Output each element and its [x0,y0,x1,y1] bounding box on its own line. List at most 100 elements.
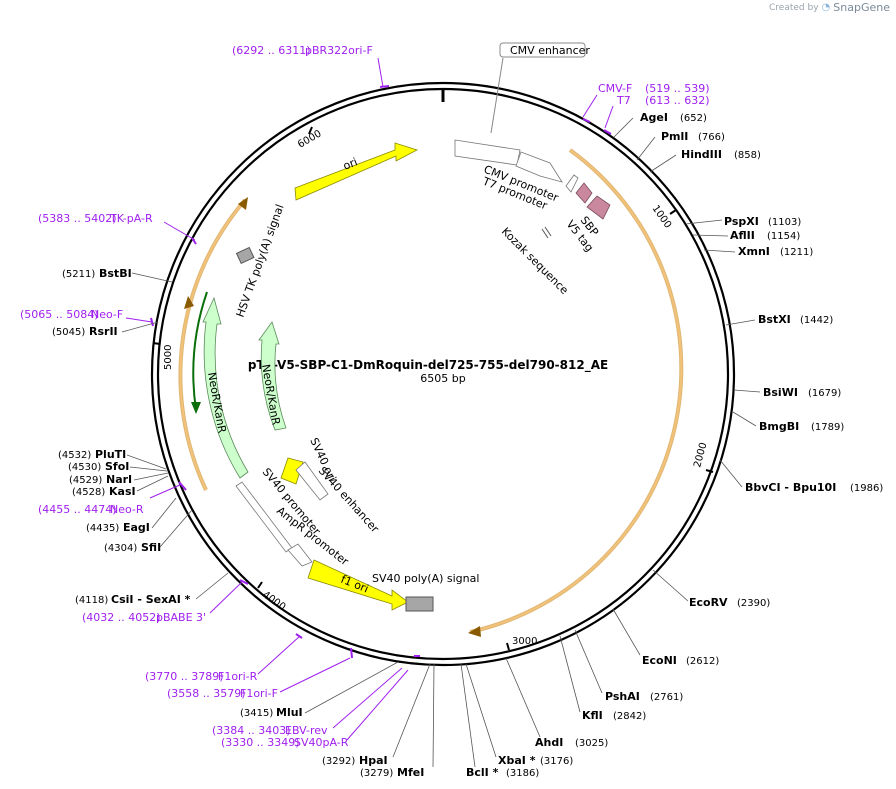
feature-ampr-promoter-arc [287,543,313,567]
tick-2000: 2000 [692,441,709,468]
enzyme-econi: EcoNI [642,654,677,667]
primer-t7-range: (613 .. 632) [645,94,710,107]
enzyme-bstbi: BstBI [99,267,132,280]
feature-ori-label: ori [341,155,359,172]
orf-neo-arrow-top [238,197,248,210]
feature-sv40-enhancer-arc [295,461,329,501]
primer-cmv-f-name: CMV-F [598,82,632,95]
enzyme-nari-pos: (4529) [69,475,102,486]
feature-sv40-enhancer-label: SV40 enhancer [316,464,382,535]
enzyme-pshai-pos: (2761) [650,692,683,703]
enzyme-kfli: KflI [582,709,603,722]
feature-neor-outer [202,296,249,479]
enzyme-pspxi-pos: (1103) [768,217,801,228]
enzyme-rsrii: RsrII [89,325,118,338]
enzyme-ahdi: AhdI [535,736,563,749]
enzyme-xbai: XbaI * [498,754,536,767]
enzyme-kasi: KasI [109,485,136,498]
enzyme-pmli: PmlI [661,130,688,143]
primer-cmv-f-range: (519 .. 539) [645,82,710,95]
enzyme-hindiii: HindIII [681,148,722,161]
orf-neo-inner [192,291,208,411]
primer-pbr322-range: (6292 .. 6311) [232,44,311,57]
enzyme-econi-pos: (2612) [686,656,719,667]
primer-tk-pa-r-range: (5383 .. 5402) [38,212,117,225]
primer-pbabe-range: (4032 .. 4052) [82,611,161,624]
orf-neo-fill [179,199,246,491]
feature-sv40-polya-label: SV40 poly(A) signal [372,572,479,585]
enzyme-sfii: SfiI [141,541,161,554]
orf-roquin-arrow [468,626,481,637]
feature-kozak-label: Kozak sequence [499,225,571,297]
orf-neo-arrow-mid [184,296,194,309]
primer-neo-r-name: Neo-R [110,503,144,516]
enzyme-bstbi-pos: (5211) [62,269,95,280]
plasmid-name: pT7-V5-SBP-C1-DmRoquin-del725-755-del790… [248,358,608,373]
enzyme-sfii-pos: (4304) [104,543,137,554]
enzyme-bcli-pos: (3186) [506,768,539,779]
feature-ori [294,142,419,201]
orf-roquin-fill [469,149,683,633]
feature-neor-inner [258,321,287,431]
enzyme-bstxi-pos: (1442) [800,315,833,326]
enzyme-bbvci-bpu10i: BbvCI - Bpu10I [745,481,836,494]
enzyme-bstxi: BstXI [758,313,791,326]
enzyme-aflii: AflII [730,229,755,242]
snapgene-logo-icon: ◔ [821,2,831,13]
feature-neor-inner-label: NeoR/KanR [259,363,283,426]
feature-kozak-mark-2 [541,228,549,239]
enzyme-xbai-pos: (3176) [540,756,573,767]
primer-pbr322-name: pBR322ori-F [305,44,373,57]
enzyme-hpai: HpaI [359,754,388,767]
created-by-text: Created by [769,2,819,13]
feature-sbp-arrow [575,182,593,204]
feature-cmv-enhancer-label: CMV enhancer [510,44,590,57]
primer-t7-name: T7 [616,94,631,107]
enzyme-leaders [121,117,761,768]
enzyme-pshai: PshAI [605,690,640,703]
feature-cmv-enhancer-box [499,42,586,58]
primer-neo-f-range: (5065 .. 5084) [20,308,99,321]
enzyme-aflii-pos: (1154) [767,231,800,242]
enzyme-eagi-pos: (4435) [86,523,119,534]
enzyme-pluti-pos: (4532) [58,450,91,461]
enzyme-bmgbi-pos: (1789) [811,422,844,433]
plasmid-size: 6505 bp [420,372,465,385]
feature-sv40-polya-box [405,596,434,612]
feature-t7-arrow [565,174,579,193]
primers: (6292 .. 6311) pBR322ori-F CMV-F (519 ..… [20,44,710,749]
enzyme-mlui-pos: (3415) [240,708,273,719]
enzyme-pluti: PluTI [95,448,126,461]
enzyme-ahdi-pos: (3025) [575,738,608,749]
feature-sv40-ori [280,457,304,485]
enzyme-agei: AgeI [640,111,668,124]
primer-ebv-rev-name: EBV-rev [285,724,328,737]
feature-neor-outer-label: NeoR/KanR [205,371,229,434]
enzyme-kfli-pos: (2842) [613,711,646,722]
enzyme-kasi-pos: (4528) [72,487,105,498]
enzyme-csii-pos: (4118) [75,595,108,606]
primer-pbr322-leader [377,57,384,88]
backbone-outer [150,81,736,667]
enzyme-bsiwi: BsiWI [763,386,798,399]
feature-cmv-enhancer-leader [490,57,504,134]
enzyme-xmni-pos: (1211) [780,247,813,258]
enzyme-bsiwi-pos: (1679) [808,388,841,399]
enzyme-pspxi: PspXI [724,215,759,228]
primer-pbabe-name: pBABE 3' [156,611,206,624]
enzyme-ecorv: EcoRV [689,596,728,609]
enzyme-sfoi-pos: (4530) [68,462,101,473]
primer-f1ori-r-range: (3770 .. 3789) [145,670,224,683]
enzyme-ecorv-pos: (2390) [737,598,770,609]
primer-f1ori-f-range: (3558 .. 3579) [167,687,246,700]
backbone-inner [156,87,730,661]
enzyme-mlui: MluI [276,706,303,719]
primer-neo-f-name: Neo-F [91,308,123,321]
primer-sv40pa-r-name: SV40pA-R [294,736,349,749]
enzyme-agei-pos: (652) [680,113,707,124]
enzyme-csii-sexai: CsiI - SexAI * [111,593,191,606]
enzyme-pmli-pos: (766) [698,132,725,143]
feature-kozak-mark [544,226,552,237]
primer-ebv-rev-range: (3384 .. 3403) [212,724,291,737]
